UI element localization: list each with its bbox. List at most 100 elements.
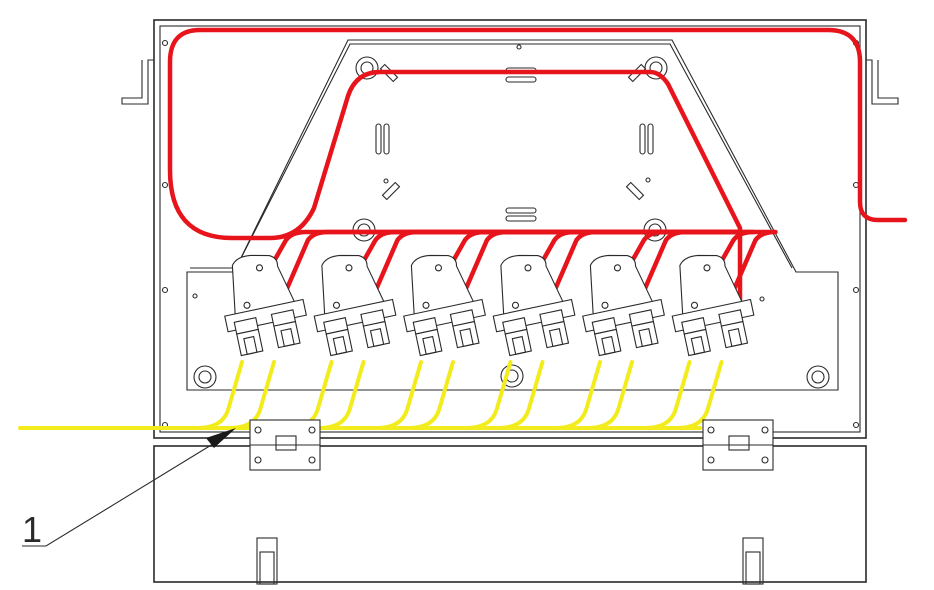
callout-arrowhead: [206, 428, 236, 448]
connector-ferrule: [727, 328, 743, 348]
bottom-cover: [153, 445, 867, 585]
red-fiber-outer-loop: [167, 27, 908, 303]
fiber-adapter: [403, 254, 486, 357]
yellow-fiber: [675, 360, 724, 430]
mount-boss: [806, 365, 830, 389]
tray-slot: [647, 123, 654, 155]
connector-boot: [236, 328, 264, 357]
frame-hole: [161, 39, 169, 47]
mount-boss: [193, 365, 217, 389]
right-mounting-flange: [866, 59, 899, 105]
adapter-hole: [524, 264, 532, 272]
hinge-screw: [308, 426, 316, 434]
tray-hole: [645, 177, 651, 183]
adapter-hole: [345, 264, 353, 272]
connector-ferrule: [332, 335, 348, 355]
adapter-hole: [255, 264, 264, 272]
connector-boot: [452, 320, 480, 349]
red-fiber: [428, 229, 743, 315]
adapter-hole: [243, 301, 251, 309]
hinge-left: [249, 419, 321, 471]
tray-slot: [375, 123, 382, 155]
connector-ferrule: [422, 335, 437, 355]
frame-hole: [852, 421, 860, 429]
connector-boot: [362, 320, 391, 349]
tray-hole: [192, 293, 198, 299]
connector-boot: [720, 320, 749, 349]
yellow-fiber: [554, 360, 602, 430]
connector-ferrule: [243, 335, 258, 355]
tray-slot: [639, 123, 646, 155]
red-fiber-loop: [167, 27, 908, 303]
yellow-fiber: [464, 360, 513, 430]
callout: 1: [22, 428, 236, 550]
latch-inner: [745, 551, 761, 585]
connector-ferrule: [638, 328, 653, 348]
enclosure-inner-frame: [159, 25, 861, 433]
spool-post: [355, 56, 379, 80]
tray-hole: [759, 296, 765, 302]
hinge-screw: [308, 456, 316, 464]
red-fiber: [518, 229, 743, 315]
cover-panel: [153, 445, 867, 583]
red-fiber: [607, 229, 743, 315]
adapter-hole: [434, 264, 443, 272]
adapter-hole: [613, 264, 622, 272]
hinge-screw: [707, 426, 715, 434]
red-fiber: [339, 229, 743, 315]
tray-clip: [381, 181, 401, 201]
fiber-adapter: [582, 254, 665, 357]
hinge-knuckle: [728, 435, 750, 451]
fiber-adapter: [224, 254, 307, 357]
enclosure-outer-frame: [153, 19, 867, 439]
fiber-adapter: [492, 254, 576, 357]
yellow-fiber: [375, 360, 423, 430]
connector-boot: [683, 328, 711, 357]
yellow-fiber: [228, 360, 276, 430]
adapter-bank: [18, 229, 778, 430]
hinge-right: [702, 419, 774, 471]
frame-hole: [852, 286, 860, 294]
tray-slot: [505, 76, 537, 83]
left-mounting-flange: [121, 59, 154, 105]
hinge-screw: [254, 426, 262, 434]
callout-label: 1: [22, 509, 42, 550]
yellow-fiber: [643, 360, 692, 430]
yellow-fiber: [586, 360, 634, 430]
red-fiber: [548, 229, 743, 315]
hinge-knuckle: [275, 435, 297, 451]
adapter-hole: [332, 301, 341, 309]
connector-ferrule: [511, 335, 527, 355]
latch-inner: [259, 551, 275, 585]
tray-slot: [505, 215, 537, 222]
adapter-hole: [422, 301, 430, 309]
tray-hole: [383, 178, 389, 184]
connector-ferrule: [369, 328, 385, 348]
callout-leader-line: [22, 435, 227, 547]
adapter-hole: [511, 301, 520, 309]
adapter-hole: [601, 301, 609, 309]
red-fiber: [727, 229, 778, 315]
yellow-fiber: [317, 360, 366, 430]
connector-ferrule: [548, 328, 564, 348]
connector-ferrule: [601, 335, 616, 355]
hinge-screw: [707, 456, 715, 464]
mount-boss: [500, 364, 524, 388]
tray-slot: [505, 207, 537, 214]
connector-boot: [504, 328, 532, 357]
connector-boot: [631, 320, 659, 349]
frame-hole: [161, 286, 169, 294]
connector-ferrule: [690, 335, 706, 355]
hinge-screw: [761, 456, 769, 464]
connector-ferrule: [459, 328, 474, 348]
yellow-fiber: [196, 360, 244, 430]
red-fiber: [249, 229, 743, 315]
connector-boot: [273, 320, 301, 349]
red-fiber: [637, 229, 743, 315]
red-fiber: [369, 229, 743, 315]
connector-ferrule: [280, 328, 295, 348]
connector-boot: [541, 320, 570, 349]
hinge-screw: [761, 426, 769, 434]
tray-inner-edge: [190, 43, 793, 269]
